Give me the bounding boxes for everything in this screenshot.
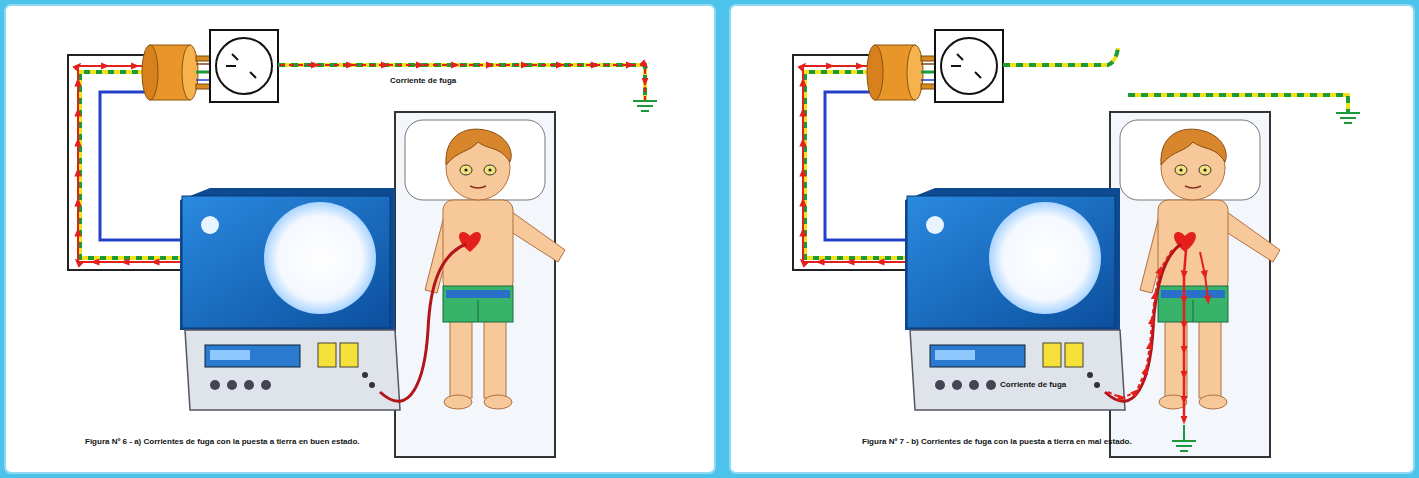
- panel: [730, 5, 1414, 473]
- figure-caption: Figura Nº 7 - b) Corrientes de fuga con …: [862, 437, 1132, 447]
- current-label: Corriente de fuga: [390, 76, 456, 86]
- right-scene: [793, 30, 1360, 457]
- panel: [5, 5, 715, 473]
- left-scene: [68, 30, 657, 457]
- figure-caption: Figura Nº 6 - a) Corrientes de fuga con …: [85, 437, 360, 447]
- current-label: Corriente de fuga: [1000, 380, 1066, 390]
